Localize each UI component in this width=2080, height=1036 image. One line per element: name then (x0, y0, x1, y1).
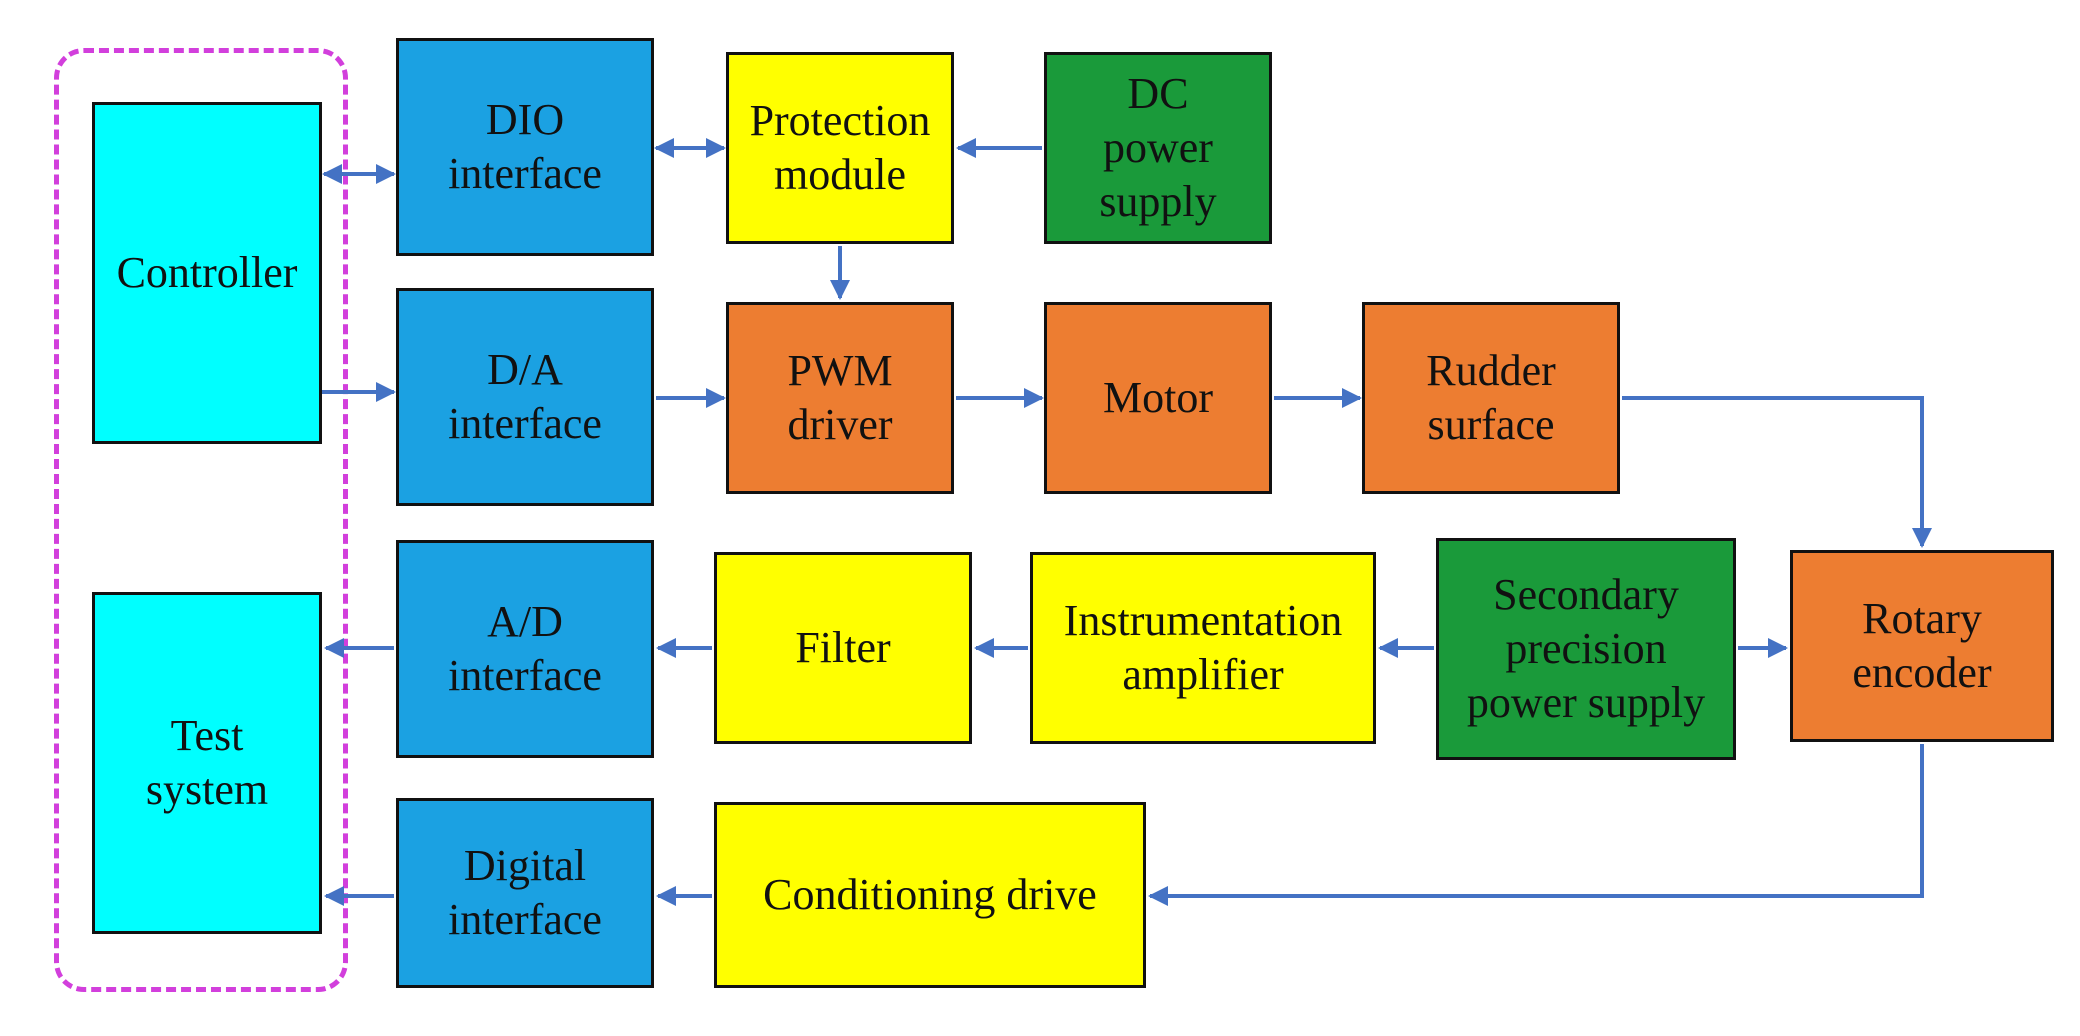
pwm-driver-block: PWM driver (726, 302, 954, 494)
digital-interface-block: Digital interface (396, 798, 654, 988)
instrumentation-amplifier-block: Instrumentation amplifier (1030, 552, 1376, 744)
controller-test-group-frame (54, 48, 348, 992)
test-system-block: Test system (92, 592, 322, 934)
motor-block: Motor (1044, 302, 1272, 494)
arrow-encoder-conditioning (1148, 744, 1924, 906)
protection-module-block: Protection module (726, 52, 954, 244)
da-interface-block: D/A interface (396, 288, 654, 506)
rudder-surface-block: Rudder surface (1362, 302, 1620, 494)
arrow-rudder-encoder (1622, 396, 1932, 548)
secondary-precision-power-supply-block: Secondary precision power supply (1436, 538, 1736, 760)
dc-power-supply-block: DC power supply (1044, 52, 1272, 244)
rotary-encoder-block: Rotary encoder (1790, 550, 2054, 742)
filter-block: Filter (714, 552, 972, 744)
dio-interface-block: DIO interface (396, 38, 654, 256)
controller-block: Controller (92, 102, 322, 444)
conditioning-drive-block: Conditioning drive (714, 802, 1146, 988)
ad-interface-block: A/D interface (396, 540, 654, 758)
